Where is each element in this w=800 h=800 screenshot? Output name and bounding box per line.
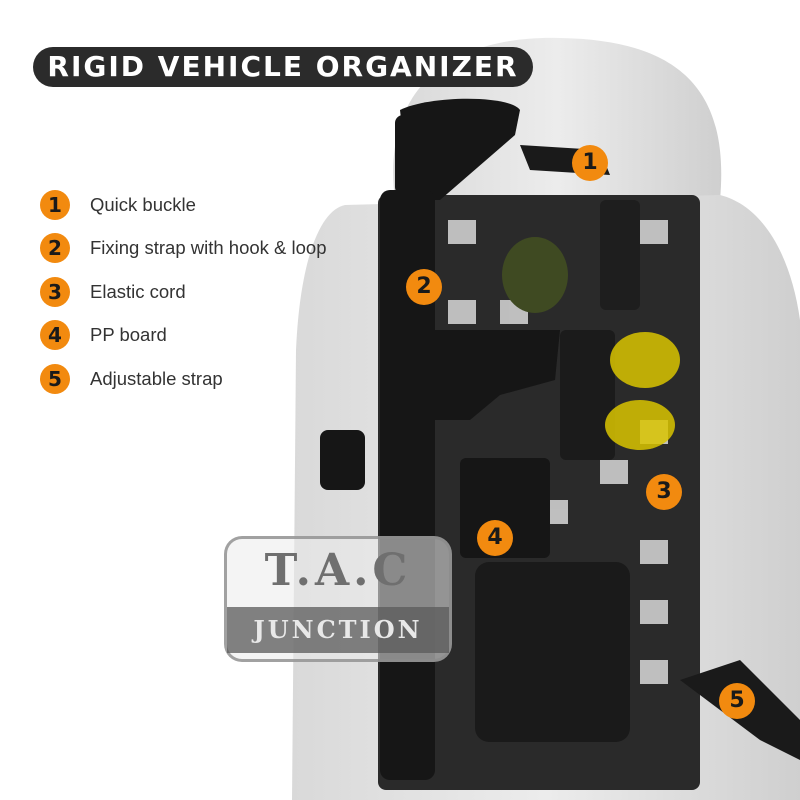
legend-item: 4 PP board bbox=[40, 320, 327, 350]
legend-item: 2 Fixing strap with hook & loop bbox=[40, 233, 327, 263]
page-title: RIGID VEHICLE ORGANIZER bbox=[33, 47, 533, 87]
number-badge: 3 bbox=[40, 276, 70, 307]
legend-item: 1 Quick buckle bbox=[40, 189, 327, 220]
number-badge: 5 bbox=[40, 363, 70, 394]
legend-item: 5 Adjustable strap bbox=[40, 363, 327, 394]
legend-label: Elastic cord bbox=[90, 280, 186, 302]
callout-adjustable-strap: 5 bbox=[719, 683, 755, 719]
feature-legend: 1 Quick buckle 2 Fixing strap with hook … bbox=[40, 189, 327, 408]
callout-quick-buckle: 1 bbox=[572, 145, 608, 181]
number-badge: 4 bbox=[40, 320, 70, 350]
watermark-top-text: T.A.C bbox=[264, 545, 412, 596]
callout-fixing-strap: 2 bbox=[406, 269, 442, 305]
watermark-logo: T.A.C JUNCTION bbox=[224, 536, 452, 662]
callout-elastic-cord: 3 bbox=[646, 474, 682, 510]
callout-pp-board: 4 bbox=[477, 520, 513, 556]
legend-label: Fixing strap with hook & loop bbox=[90, 237, 327, 258]
watermark-bottom-text: JUNCTION bbox=[227, 607, 449, 653]
legend-label: PP board bbox=[90, 324, 167, 345]
legend-item: 3 Elastic cord bbox=[40, 276, 327, 307]
legend-label: Quick buckle bbox=[90, 193, 196, 215]
legend-label: Adjustable strap bbox=[90, 367, 223, 389]
number-badge: 2 bbox=[40, 233, 70, 263]
number-badge: 1 bbox=[40, 189, 70, 220]
